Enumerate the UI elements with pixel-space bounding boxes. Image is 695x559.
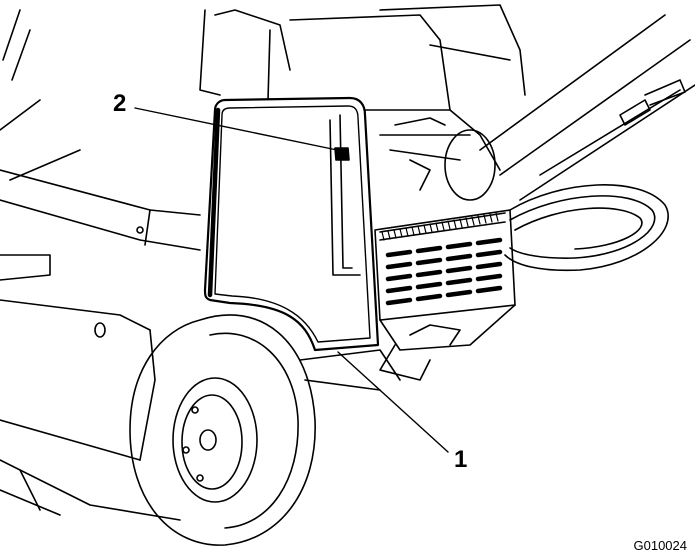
leader-line-1 xyxy=(337,351,449,453)
leader-lines xyxy=(134,107,449,453)
callout-number: 1 xyxy=(454,446,468,473)
leader-line-2 xyxy=(134,107,338,151)
deck-frame xyxy=(0,169,201,521)
cover xyxy=(203,96,380,352)
vent-slots xyxy=(385,237,503,306)
handle-bars xyxy=(479,14,695,201)
frame-lines xyxy=(0,9,81,181)
figure-id-label: G010024 xyxy=(633,538,688,553)
engine-body xyxy=(199,4,526,201)
wheel xyxy=(129,314,401,546)
callout-number: 2 xyxy=(113,90,127,117)
belt xyxy=(504,184,669,272)
vent-shroud xyxy=(374,209,516,381)
grille-teeth xyxy=(381,212,499,241)
